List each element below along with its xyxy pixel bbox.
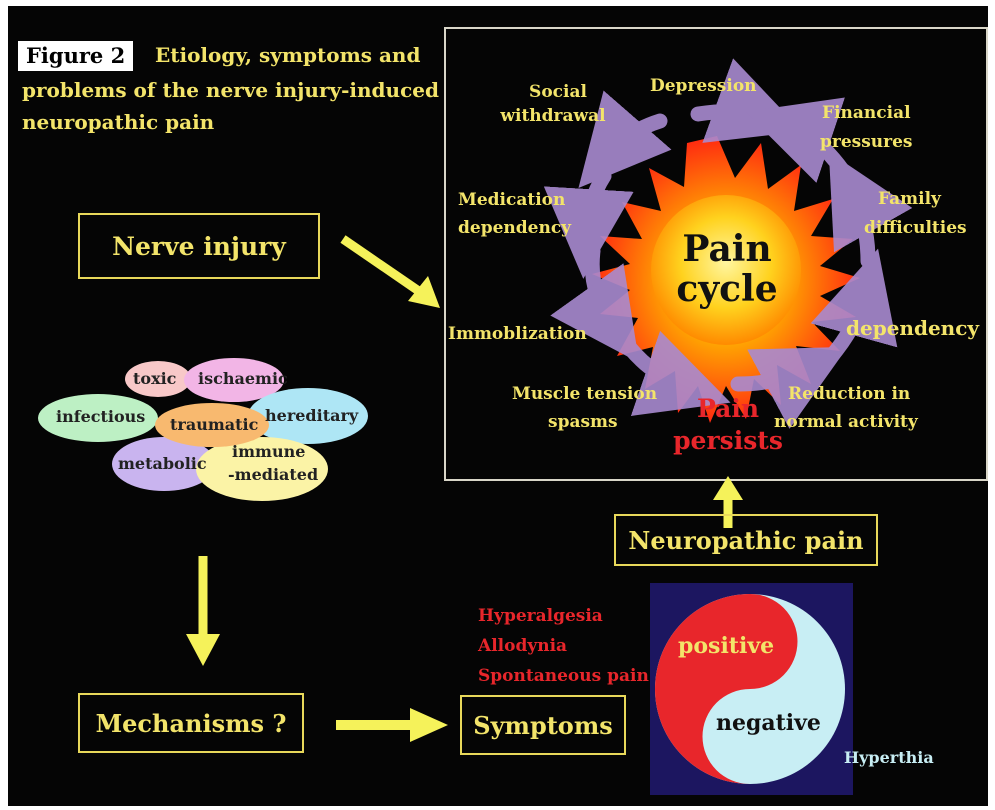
pain-persists-line2: persists (648, 426, 808, 455)
etiology-immune-line1: immune (232, 442, 305, 461)
yin-yang-panel (650, 583, 853, 795)
cycle-family-line1: Family (878, 189, 941, 209)
symptoms-box: Symptoms (460, 695, 626, 755)
etiology-ischaemic: ischaemic (198, 369, 288, 388)
diagram-graphics (8, 6, 988, 806)
cycle-financial-line2: pressures (820, 132, 913, 152)
symptom-hyperalgesia: Hyperalgesia (478, 606, 603, 626)
pain-cycle-center-line2: cycle (666, 268, 788, 310)
cycle-medication-line2: dependency (458, 218, 571, 238)
nerve-injury-label: Nerve injury (112, 232, 286, 261)
cycle-dependency: dependency (846, 316, 979, 340)
cycle-family-line2: difficulties (864, 218, 967, 238)
cycle-depression: Depression (650, 76, 757, 96)
pain-persists-line1: Pain (668, 394, 788, 423)
symptoms-label: Symptoms (473, 711, 612, 740)
cycle-social-line1: Social (518, 82, 598, 102)
cycle-muscle-line1: Muscle tension (512, 384, 657, 404)
cycle-medication-line1: Medication (458, 190, 565, 210)
yin-yang-positive: positive (678, 633, 774, 659)
etiology-metabolic: metabolic (118, 454, 207, 473)
mechanisms-label: Mechanisms ? (96, 709, 287, 738)
cycle-social-line2: withdrawal (498, 106, 608, 126)
cycle-financial-line1: Financial (822, 103, 911, 123)
cycle-reduction-line1: Reduction in (788, 384, 910, 404)
figure-slide: Figure 2 Etiology, symptoms and problems… (8, 6, 988, 806)
cycle-immobilization: Immoblization (448, 324, 587, 344)
neuropathic-pain-box: Neuropathic pain (614, 514, 878, 566)
nerve-injury-box: Nerve injury (78, 213, 320, 279)
etiology-toxic: toxic (133, 369, 176, 388)
etiology-hereditary: hereditary (265, 406, 358, 425)
etiology-traumatic: traumatic (170, 415, 258, 434)
cycle-muscle-line2: spasms (548, 412, 618, 432)
etiology-infectious: infectious (56, 407, 145, 426)
hyperthia-label: Hyperthia (844, 748, 934, 767)
mechanisms-box: Mechanisms ? (78, 693, 304, 753)
symptom-allodynia: Allodynia (478, 636, 567, 656)
pain-cycle-center-line1: Pain (666, 228, 788, 270)
symptom-spontaneous: Spontaneous pain (478, 666, 649, 686)
etiology-immune-line2: -mediated (228, 465, 318, 484)
neuropathic-pain-label: Neuropathic pain (628, 526, 863, 555)
yin-yang-negative: negative (716, 710, 821, 736)
